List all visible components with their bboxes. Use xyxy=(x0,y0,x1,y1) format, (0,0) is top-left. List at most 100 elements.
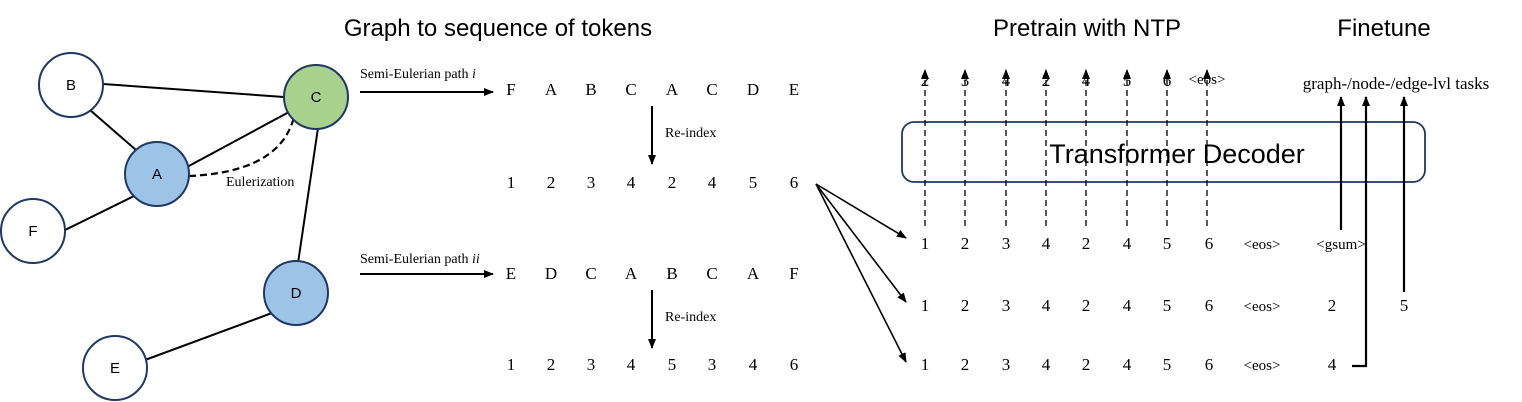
seq-ii-token: A xyxy=(625,264,638,283)
finetune-arrows xyxy=(1337,96,1408,368)
output-token: 5 xyxy=(1123,71,1132,90)
output-token-eos: <eos> xyxy=(1189,72,1226,88)
fanout-arrows xyxy=(815,183,907,363)
input-token: 2 xyxy=(1082,234,1091,253)
node-f-label: F xyxy=(28,223,37,240)
seq-i-reindexed-token: 4 xyxy=(708,173,717,192)
input-token: 2 xyxy=(961,355,970,374)
seq-ii-reindexed-token: 4 xyxy=(627,355,636,374)
input-token: 4 xyxy=(1123,355,1132,374)
output-token: 6 xyxy=(1163,71,1172,90)
input-token-eos: <eos> xyxy=(1244,299,1281,315)
seq-i-token: D xyxy=(747,80,759,99)
transformer-decoder-label: Transformer Decoder xyxy=(1049,139,1305,169)
input-token: 6 xyxy=(1205,355,1214,374)
input-token: 3 xyxy=(1002,234,1011,253)
seq-i-token: F xyxy=(506,80,515,99)
finetune-token: 2 xyxy=(1328,296,1337,315)
node-a-label: A xyxy=(152,166,162,183)
edge-b-c xyxy=(102,83,285,98)
input-token: 4 xyxy=(1123,296,1132,315)
path-ii-text: Semi-Eulerian path xyxy=(360,252,468,267)
fanout-arrow-3 xyxy=(815,183,907,363)
node-c: C xyxy=(283,64,349,130)
gsum-token: <gsum> xyxy=(1316,237,1365,253)
seq-ii-reindexed-token: 5 xyxy=(668,355,677,374)
node-b: B xyxy=(38,52,104,118)
seq-ii-token: D xyxy=(545,264,557,283)
node-d-label: D xyxy=(291,285,302,302)
output-token: 2 xyxy=(1042,71,1051,90)
node-f: F xyxy=(0,198,66,264)
seq-ii-token: B xyxy=(666,264,677,283)
sequence-i-reindexed: 1 2 3 4 2 4 5 6 xyxy=(507,173,799,192)
output-tokens: 2 3 4 2 4 5 6 <eos> xyxy=(921,71,1226,90)
input-token: 2 xyxy=(961,234,970,253)
node-a: A xyxy=(124,141,190,207)
edge-c-d xyxy=(297,127,319,264)
input-token: 1 xyxy=(921,296,930,315)
input-token: 2 xyxy=(1082,355,1091,374)
input-token: 3 xyxy=(1002,296,1011,315)
input-token: 3 xyxy=(1002,355,1011,374)
seq-i-reindexed-token: 2 xyxy=(547,173,556,192)
seq-ii-token: E xyxy=(506,264,516,283)
reindex-ii-label: Re-index xyxy=(665,310,716,325)
graph-edges xyxy=(62,83,319,361)
finetune-task-label: graph-/node-/edge-lvl tasks xyxy=(1303,74,1489,93)
seq-ii-token: F xyxy=(789,264,798,283)
fanout-arrow-1 xyxy=(815,183,907,239)
input-token: 5 xyxy=(1163,355,1172,374)
input-token: 4 xyxy=(1042,234,1051,253)
seq-i-token: C xyxy=(625,80,636,99)
seq-ii-reindexed-token: 3 xyxy=(587,355,596,374)
path-i-suffix: i xyxy=(472,67,476,82)
seq-ii-reindexed-token: 1 xyxy=(507,355,516,374)
sequence-i: F A B C A C D E xyxy=(506,80,799,99)
input-token: 4 xyxy=(1042,355,1051,374)
seq-i-reindexed-token: 4 xyxy=(627,173,636,192)
seq-ii-reindexed-token: 3 xyxy=(708,355,717,374)
edge-b-a xyxy=(89,109,137,151)
edge-a-c xyxy=(186,111,290,168)
path-i-label: Semi-Eulerian path i xyxy=(360,67,476,82)
input-token: 6 xyxy=(1205,296,1214,315)
seq-i-reindexed-token: 3 xyxy=(587,173,596,192)
finetune-arrow-row3 xyxy=(1352,96,1370,368)
node-e-label: E xyxy=(110,360,120,377)
section-title-pretrain: Pretrain with NTP xyxy=(993,15,1181,42)
path-ii-label: Semi-Eulerian path ii xyxy=(360,252,480,267)
seq-i-token: B xyxy=(585,80,596,99)
input-token: 2 xyxy=(1082,296,1091,315)
input-token: 6 xyxy=(1205,234,1214,253)
section-title-finetune: Finetune xyxy=(1337,15,1430,42)
seq-ii-reindexed-token: 6 xyxy=(790,355,799,374)
node-d: D xyxy=(263,260,329,326)
finetune-token: 5 xyxy=(1400,296,1409,315)
seq-ii-reindexed-token: 2 xyxy=(547,355,556,374)
eulerization-edge xyxy=(188,116,296,178)
input-token: 1 xyxy=(921,355,930,374)
transformer-decoder-box xyxy=(901,121,1426,183)
section-title-graph-to-tokens: Graph to sequence of tokens xyxy=(344,15,652,42)
seq-ii-token: A xyxy=(747,264,760,283)
path-i-text: Semi-Eulerian path xyxy=(360,67,468,82)
node-e: E xyxy=(82,335,148,401)
node-b-label: B xyxy=(66,77,76,94)
seq-i-reindexed-token: 5 xyxy=(749,173,758,192)
seq-ii-token: C xyxy=(706,264,717,283)
input-token: 5 xyxy=(1163,234,1172,253)
input-token: 4 xyxy=(1123,234,1132,253)
input-token-eos: <eos> xyxy=(1244,358,1281,374)
input-row-2: 1 2 3 4 2 4 5 6 <eos> 2 5 xyxy=(921,296,1409,315)
input-token: 4 xyxy=(1042,296,1051,315)
sequence-ii: E D C A B C A F xyxy=(506,264,799,283)
fanout-arrow-2 xyxy=(815,183,907,303)
seq-ii-reindexed-token: 4 xyxy=(749,355,758,374)
seq-i-token: C xyxy=(706,80,717,99)
input-token-eos: <eos> xyxy=(1244,237,1281,253)
output-token: 4 xyxy=(1082,71,1091,90)
edge-a-f xyxy=(62,195,135,232)
input-token: 1 xyxy=(921,234,930,253)
